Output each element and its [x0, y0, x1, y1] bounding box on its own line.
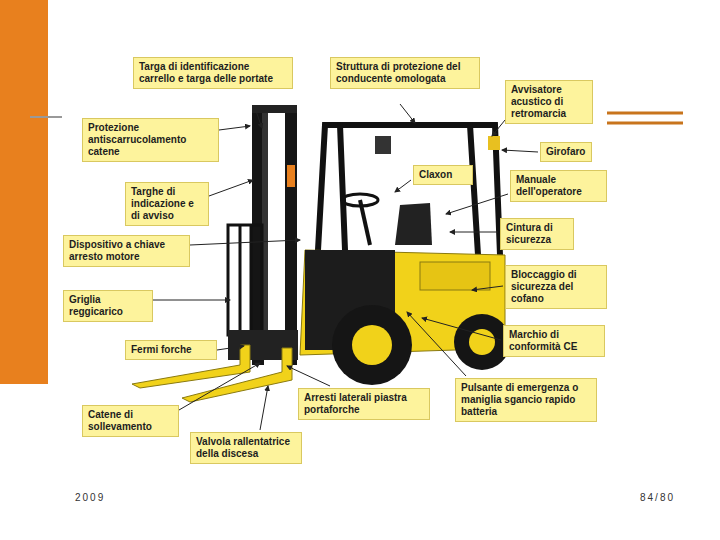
callout-text: Manuale dell'operatore — [516, 174, 601, 198]
callout-box: Marchio di conformità CE — [503, 325, 605, 357]
callout-text: Protezione antiscarrucolamento catene — [88, 122, 213, 158]
callout-text: Targhe di indicazione e di avviso — [131, 186, 203, 222]
callout-text: Catene di sollevamento — [88, 409, 173, 433]
callout-text: Bloccaggio di sicurezza del cofano — [511, 269, 601, 305]
callout-text: Pulsante di emergenza o maniglia sgancio… — [461, 382, 591, 418]
callout-text: Struttura di protezione del conducente o… — [336, 61, 474, 85]
callout-box: Targa di identificazione carrello e targ… — [133, 57, 293, 89]
callout-text: Fermi forche — [131, 344, 211, 356]
callout-text: Claxon — [419, 169, 467, 181]
callout-text: Griglia reggicarico — [69, 294, 147, 318]
footer-label: 84/80 — [640, 492, 675, 503]
callout-box: Valvola rallentatrice della discesa — [190, 432, 302, 464]
callout-box: Struttura di protezione del conducente o… — [330, 57, 480, 89]
callout-text: Girofaro — [546, 146, 586, 158]
callout-text: Valvola rallentatrice della discesa — [196, 436, 296, 460]
callout-box: Protezione antiscarrucolamento catene — [82, 118, 219, 162]
callout-box: Fermi forche — [125, 340, 217, 360]
callout-text: Arresti laterali piastra portaforche — [304, 392, 424, 416]
callout-box: Griglia reggicarico — [63, 290, 153, 322]
callout-box: Girofaro — [540, 142, 592, 162]
callout-text: Cintura di sicurezza — [506, 222, 568, 246]
callout-box: Targhe di indicazione e di avviso — [125, 182, 209, 226]
callout-text: Avvisatore acustico di retromarcia — [511, 84, 587, 120]
callout-box: Pulsante di emergenza o maniglia sgancio… — [455, 378, 597, 422]
callout-box: Catene di sollevamento — [82, 405, 179, 437]
callout-box: Arresti laterali piastra portaforche — [298, 388, 430, 420]
callout-box: Bloccaggio di sicurezza del cofano — [505, 265, 607, 309]
callout-text: Targa di identificazione carrello e targ… — [139, 61, 287, 85]
callout-box: Manuale dell'operatore — [510, 170, 607, 202]
callout-box: Cintura di sicurezza — [500, 218, 574, 250]
footer-label: 2009 — [75, 492, 105, 503]
callout-box: Claxon — [413, 165, 473, 185]
callout-text: Dispositivo a chiave arresto motore — [69, 239, 184, 263]
callout-box: Avvisatore acustico di retromarcia — [505, 80, 593, 124]
callout-text: Marchio di conformità CE — [509, 329, 599, 353]
callout-box: Dispositivo a chiave arresto motore — [63, 235, 190, 267]
